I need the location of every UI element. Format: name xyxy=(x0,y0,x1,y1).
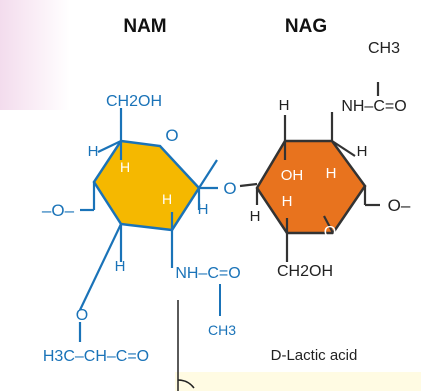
nam-lactyl-o: O xyxy=(76,307,88,324)
nam-h-inner-left: H xyxy=(120,159,130,175)
nag-h-inner-left: H xyxy=(282,193,293,210)
nam-h-inner-right: H xyxy=(162,191,172,207)
nag-oh: OH xyxy=(281,167,304,184)
nag-h-top-right: H xyxy=(357,143,368,160)
nag-ch2oh: CH2OH xyxy=(277,263,333,280)
lactic-acid-label: D-Lactic acid xyxy=(271,347,358,364)
nam-ring-o: O xyxy=(165,126,178,145)
nag-h-inner-right: H xyxy=(326,165,337,182)
nag-o-right: O– xyxy=(388,196,411,215)
nag-h-outer-left: H xyxy=(250,208,261,225)
bottom-strip xyxy=(175,372,421,391)
nag-ch3: CH3 xyxy=(368,40,400,57)
nag-h-top-left: H xyxy=(279,97,290,114)
nam-lactyl-chain: H3C–CH–C=O xyxy=(43,348,149,365)
nag-header: NAG xyxy=(285,16,327,37)
nag-ring-o: O xyxy=(324,224,336,241)
nam-h-outer-left: H xyxy=(88,143,99,160)
nam-h-bottom: H xyxy=(115,258,126,275)
nam-bonds xyxy=(78,108,218,342)
nam-glycosidic-o: –O– xyxy=(42,201,75,220)
connector-curve xyxy=(177,379,195,389)
nam-ring xyxy=(92,139,201,232)
nag-ring xyxy=(255,139,367,235)
background-glow xyxy=(0,0,70,110)
nam-h-outer-right: H xyxy=(198,201,209,218)
nam-ch3: CH3 xyxy=(208,322,236,338)
nag-bonds xyxy=(255,82,380,262)
nam-header: NAM xyxy=(123,16,166,37)
bridge-bond-right xyxy=(239,182,258,188)
bridge-o: O xyxy=(223,179,236,198)
nam-ch2oh: CH2OH xyxy=(106,93,162,110)
nam-nh-co: NH–C=O xyxy=(175,265,240,282)
nag-nh-co: NH–C=O xyxy=(341,98,406,115)
